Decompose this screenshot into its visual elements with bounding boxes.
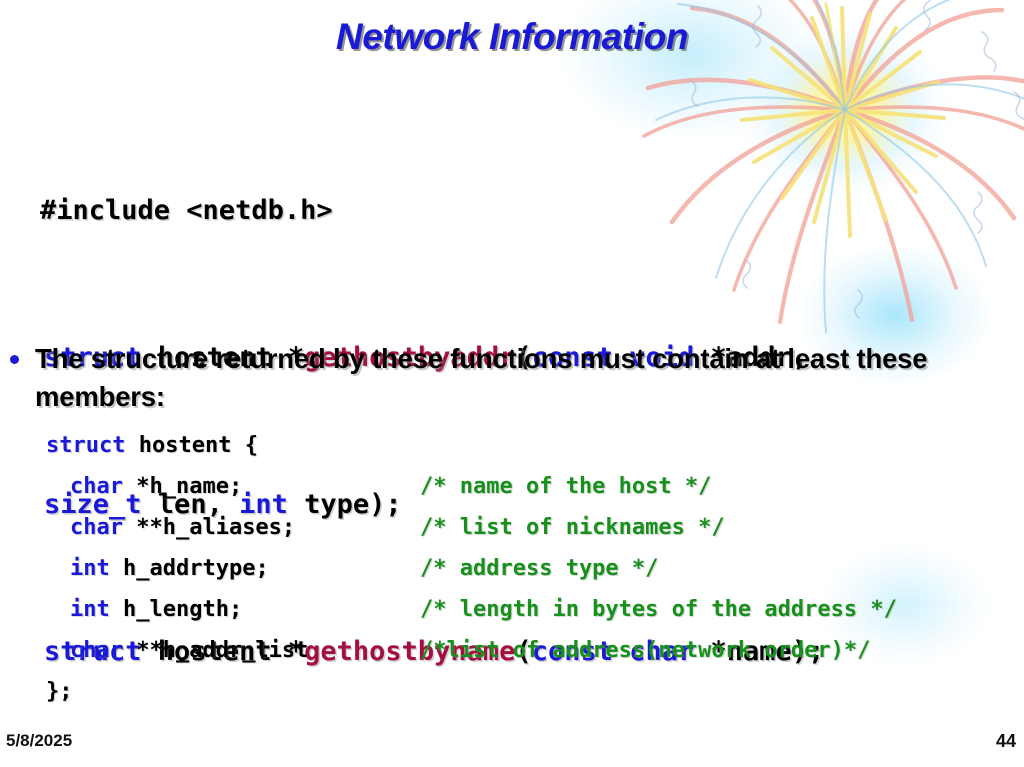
code-token: ( [515,636,532,667]
code-token: char [70,474,123,499]
struct-field-declaration: int h_addrtype; [70,548,269,589]
code-token: *name); [694,636,825,667]
code-token: char [70,638,123,663]
code-token: gethostbyaddr [304,342,516,373]
code-token: h_addrtype; [109,556,269,581]
gethostbyaddr-line: struct hostent *gethostbyaddr(const void… [0,333,1024,382]
code-token: struct [44,636,142,667]
struct-field-declaration: int h_length; [70,589,242,630]
code-token: int [239,489,288,520]
struct-field-declaration: char **h_addr_list [70,630,308,671]
struct-field-declaration: }; [46,671,73,712]
code-token: const void [531,342,695,373]
struct-close-row: }; [0,671,1024,712]
struct-open-row: struct hostent { [0,425,1024,466]
code-token: hostent * [141,342,305,373]
code-token: hostent { [125,433,258,458]
struct-field-comment: /* list of nicknames */ [420,515,725,540]
code-token: h_length; [109,597,243,622]
struct-field-declaration: char **h_aliases; [70,507,295,548]
struct-field-comment: /* length in bytes of the address */ [420,597,897,622]
gethostbyaddr-continuation-line: size_t len, int type); [0,480,1024,529]
code-token: **h_addr_list [122,638,309,663]
h-addr-list-row: char **h_addr_list /*list of address(netw… [0,630,1024,671]
code-token: *addr, [694,342,809,373]
h-addrtype-row: int h_addrtype; /* address type */ [0,548,1024,589]
struct-field-declaration: struct hostent { [46,425,258,466]
code-token: }; [46,679,73,704]
code-token: #include <netdb.h> [40,195,333,226]
code-token: len, [141,489,240,520]
struct-field-comment: /*list of address(network order)*/ [420,638,871,663]
code-token: **h_aliases; [122,515,296,540]
code-token: hostent * [141,636,305,667]
code-token: const char [531,636,695,667]
code-token: struct [46,433,126,458]
struct-field-declaration: char *h_name; [70,466,242,507]
hostent-struct-code-block: struct hostent {char *h_name;/* name of … [0,425,1024,712]
function-prototypes-code-block: #include <netdb.h> struct hostent *getho… [0,88,1024,767]
code-token: int [70,556,110,581]
code-token: struct [44,342,142,373]
h-aliases-row: char **h_aliases; /* list of nicknames */ [0,507,1024,548]
bullet-item: The structure returned by these function… [10,340,1010,416]
bullet-marker-icon [10,355,19,364]
gethostbyname-line: struct hostent *gethostbyname(const char… [0,627,1024,676]
code-token: char [70,515,123,540]
code-token: size_t [44,489,142,520]
code-token: ( [515,342,532,373]
footer-page-number: 44 [995,731,1016,751]
include-line: #include <netdb.h> [0,186,1024,235]
h-length-row: int h_length; /* length in bytes of the a… [0,589,1024,630]
footer-date: 5/8/2025 [6,731,73,750]
slide-title: Network Information [335,16,689,57]
struct-field-comment: /* address type */ [420,556,659,581]
struct-field-comment: /* name of the host */ [420,474,712,499]
h-name-row: char *h_name; /* name of the host */ [0,466,1024,507]
code-token: type); [287,489,402,520]
slide-footer: 5/8/2025 44 [0,731,1024,755]
code-token: *h_name; [122,474,243,499]
code-token: gethostbyname [304,636,516,667]
code-token: int [70,597,110,622]
bullet-text: The structure returned by these function… [35,343,928,412]
